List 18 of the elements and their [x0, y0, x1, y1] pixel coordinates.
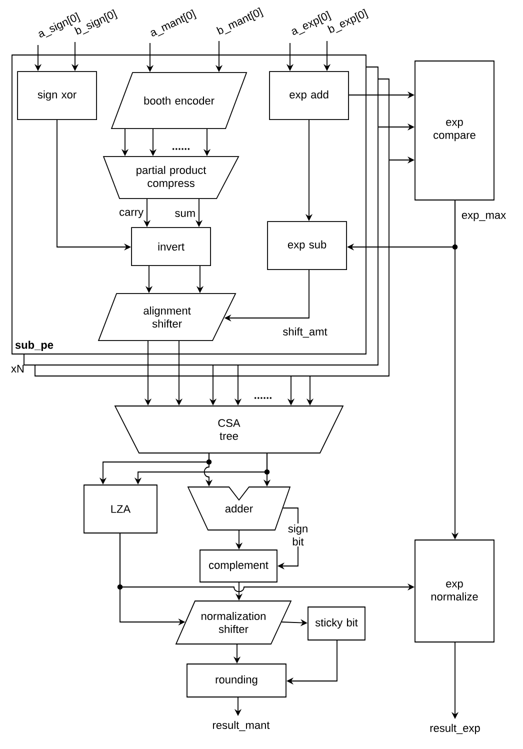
- edge-label: carry: [118, 208, 145, 220]
- edge-label: shift_amt: [282, 326, 328, 339]
- ellipsis-label: ......: [172, 148, 190, 150]
- signal-label: result_mant: [213, 720, 270, 732]
- module-box: exp add: [269, 71, 349, 120]
- module-box: exp sub: [267, 221, 347, 270]
- module-box: rounding: [186, 664, 286, 698]
- signal-label: result_exp: [430, 724, 480, 734]
- module-box: sticky bit: [308, 606, 366, 640]
- module-box: exp compare: [414, 60, 494, 200]
- multiplicity-label: xN: [11, 364, 24, 372]
- edge-label: sign bit: [286, 523, 310, 547]
- module-box: invert: [131, 227, 211, 266]
- module-box: LZA: [84, 484, 158, 534]
- module-box: exp normalize: [414, 540, 494, 642]
- module-box: complement: [200, 550, 278, 582]
- module-box: sign xor: [17, 71, 97, 120]
- edge-label: exp_max: [460, 212, 508, 222]
